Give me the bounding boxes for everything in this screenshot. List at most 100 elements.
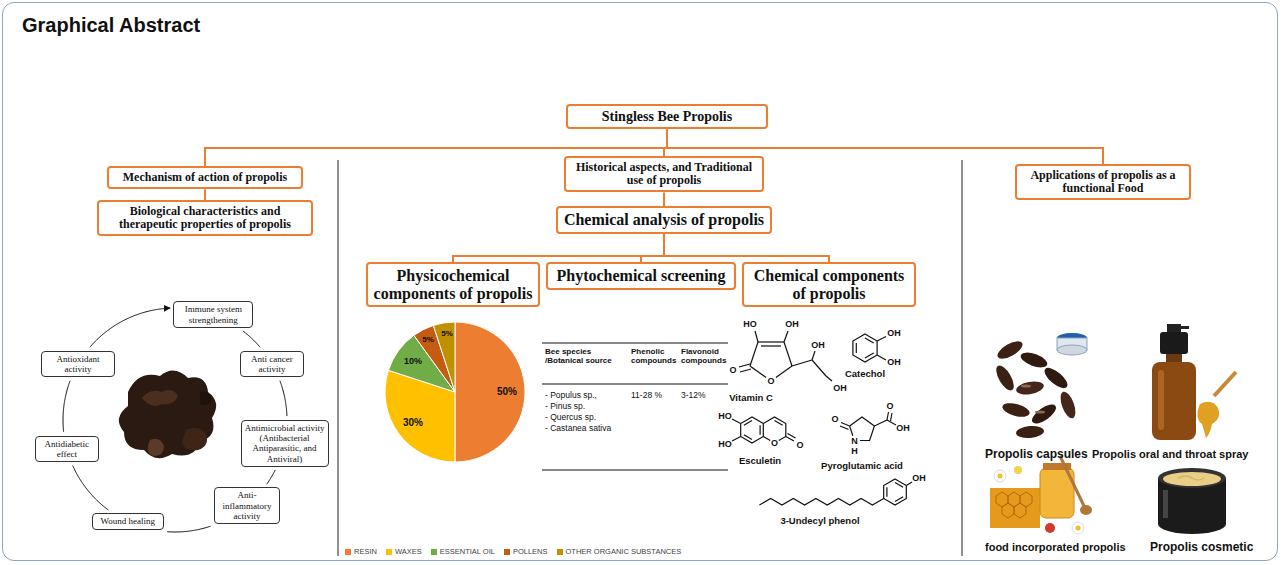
- box-text: Immune system strengthening: [177, 304, 249, 325]
- box-text: Chemical analysis of propolis: [564, 211, 764, 229]
- box-text: Wound healing: [100, 516, 155, 526]
- spray-bottle-picture-part: [1160, 332, 1188, 354]
- chain-bond-lines-part: [895, 497, 903, 502]
- food-picture-part: [994, 470, 1006, 482]
- cosmetic-jar-picture: [1158, 468, 1226, 534]
- chemical-label: O: [796, 440, 803, 450]
- chart-legend: RESINWAXESESSENTIAL OILPOLLENSOTHER ORGA…: [345, 547, 681, 556]
- chemical-label: OH: [811, 340, 825, 350]
- box-text: Phytochemical screening: [556, 267, 725, 285]
- capsules-picture-part: [995, 338, 1025, 362]
- chemical-label: O: [767, 376, 774, 386]
- chain-bond-lines-part: [877, 337, 886, 342]
- box-text: Anti cancer activity: [244, 354, 300, 375]
- chain-bond-lines-part: [759, 499, 883, 506]
- product-caption: Propolis cosmetic: [1150, 541, 1253, 554]
- food-picture-part: [998, 474, 1003, 479]
- chain-bond-lines-part: [865, 338, 874, 343]
- cosmetic-jar-picture-part: [1163, 490, 1168, 518]
- food-picture-part: [990, 488, 1040, 528]
- capsules-picture-part: [1058, 390, 1079, 420]
- activity-box: Anti cancer activity: [240, 351, 304, 378]
- capsules-picture-part: [1057, 345, 1087, 355]
- percent-label: 50%: [497, 386, 517, 397]
- chemical-label: HO: [718, 439, 732, 449]
- activity-box: Wound healing: [92, 513, 164, 529]
- chemical-label: Esculetin: [739, 456, 781, 467]
- box-text: Antimicrobial activity (Antibacterial An…: [245, 423, 325, 464]
- chain-bond-lines: [732, 331, 912, 505]
- activity-box: Anti-inflammatory activity: [214, 487, 280, 524]
- spray-bottle-picture-part: [1152, 362, 1196, 440]
- chain-bond-lines-part-part: [750, 366, 766, 378]
- capsules-picture-part: [1035, 411, 1045, 414]
- chain-bond-lines-part: [744, 421, 752, 426]
- product-caption: Propolis oral and throat spray: [1092, 448, 1248, 460]
- chain-bond-lines-part: [741, 417, 786, 443]
- chain-bond-lines-part-part: [792, 360, 812, 366]
- chemical-label: OH: [912, 473, 926, 483]
- chain-bond-lines-part: [763, 437, 770, 441]
- table-cell: - Populus sp.,: [545, 391, 597, 401]
- food-picture-part: [1045, 523, 1055, 533]
- table-cell: - Quercus sp.: [545, 413, 596, 423]
- chain-bond-lines-part: [744, 435, 752, 440]
- chain-bond-lines-part: [865, 353, 874, 358]
- propolis-lumps-part: [142, 390, 178, 406]
- chain-bond-lines-part: [840, 426, 849, 430]
- chemical-label: HO: [743, 319, 757, 329]
- cycle-arrow: [267, 470, 275, 484]
- chain-bond-lines-part-part: [826, 376, 832, 381]
- chain-bond-lines-part: [887, 420, 896, 425]
- chain-bond-lines-part-part: [784, 331, 788, 342]
- capsules-picture-part: [993, 363, 1017, 393]
- spray-bottle-picture-part: [1166, 354, 1182, 362]
- chemical-label: O: [831, 414, 838, 424]
- section-divider-part: [338, 160, 339, 556]
- food-picture-part: [996, 492, 1032, 518]
- topic-box: Historical aspects, and Traditional use …: [564, 156, 764, 192]
- chemical-label: OH: [833, 383, 847, 393]
- capsules-picture-part: [1041, 364, 1070, 391]
- spray-bottle-picture-part: [1181, 326, 1189, 329]
- legend-text: RESIN: [354, 547, 377, 556]
- food-picture-part: [1076, 526, 1081, 531]
- table-rule-part: [542, 384, 728, 385]
- chemical-label: 3-Undecyl phenol: [780, 516, 859, 527]
- legend-text: OTHER ORGANIC SUBSTANCES: [566, 547, 682, 556]
- legend-item: ESSENTIAL OIL: [431, 547, 495, 556]
- chain-bond-lines-part: [841, 423, 850, 427]
- chemical-label: O: [729, 365, 736, 375]
- box-text: Mechanism of action of propolis: [123, 171, 287, 184]
- topic-box: Chemical components of propolis: [742, 262, 916, 307]
- chemical-label: OH: [887, 328, 901, 338]
- chemical-label: O: [771, 438, 778, 448]
- chain-bond-lines-part: [850, 426, 853, 436]
- chain-bond-lines-part-part: [812, 360, 826, 376]
- chain-bond-lines-part: [906, 482, 912, 486]
- capsules-picture-part: [1029, 401, 1059, 427]
- chain-bond-lines-part: [853, 334, 877, 362]
- pie-slice: [433, 322, 455, 392]
- legend-swatch: [386, 549, 392, 555]
- chain-bond-lines-part: [788, 434, 796, 439]
- table-cell: 11-28 %: [631, 391, 662, 401]
- chain-bond-lines-part-part: [776, 366, 792, 378]
- cosmetic-jar-picture-part: [1178, 476, 1204, 480]
- activity-box: Immune system strengthening: [173, 301, 253, 328]
- capsules-picture: [993, 333, 1087, 439]
- box-text: Stingless Bee Propolis: [602, 109, 732, 124]
- chain-bond-lines-part: [775, 421, 783, 426]
- table-rule: [542, 343, 728, 470]
- legend-item: OTHER ORGANIC SUBSTANCES: [557, 547, 682, 556]
- box-text: Chemical components of propolis: [749, 267, 909, 302]
- table-cell: Bee species /Botanical source: [545, 348, 629, 366]
- spray-bottle-picture-part: [1167, 324, 1181, 332]
- chemical-label: Pyroglutamic acid: [821, 461, 903, 472]
- chain-bond-lines-part: [886, 487, 887, 496]
- box-text: Antidiabetic effect: [39, 439, 95, 460]
- capsules-picture-part: [1021, 385, 1031, 388]
- pie-chart: [385, 322, 525, 462]
- chain-bond-lines-part: [884, 479, 907, 505]
- propolis-lumps-part: [200, 392, 212, 406]
